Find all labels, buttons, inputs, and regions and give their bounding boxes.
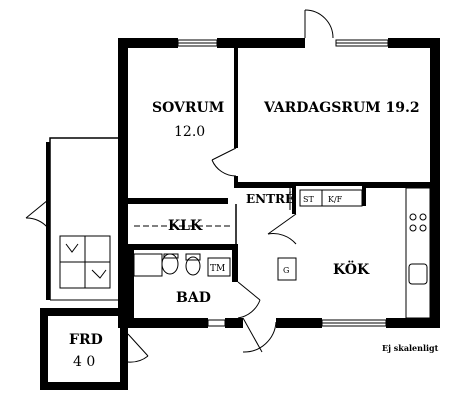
interior-walls	[128, 48, 430, 318]
room-area-sovrum: 12.0	[174, 124, 205, 140]
room-label-sovrum: SOVRUM	[152, 100, 224, 116]
scale-note: Ej skalenligt	[382, 343, 439, 353]
room-label-bad: BAD	[176, 290, 211, 306]
room-label-frd: FRD	[69, 332, 103, 348]
fixture-label-st: ST	[303, 195, 314, 204]
stair-door	[25, 199, 49, 229]
room-area-frd: 4 0	[73, 354, 95, 370]
kitchen-fixtures	[277, 187, 431, 319]
doors	[127, 9, 334, 363]
fixture-label-kf: K/F	[328, 195, 343, 204]
room-label-entre: ENTRÉ	[246, 191, 294, 206]
fixture-label-g: G	[283, 266, 289, 275]
bathroom-fixtures	[133, 253, 231, 277]
outer-walls	[40, 38, 440, 390]
room-label-kok: KÖK	[333, 259, 370, 278]
room-label-klk: KLK	[168, 218, 203, 234]
room-label-vardagsrum: VARDAGSRUM 19.2	[263, 100, 420, 116]
stairwell	[46, 137, 118, 301]
fixture-label-tm: TM	[210, 264, 225, 274]
